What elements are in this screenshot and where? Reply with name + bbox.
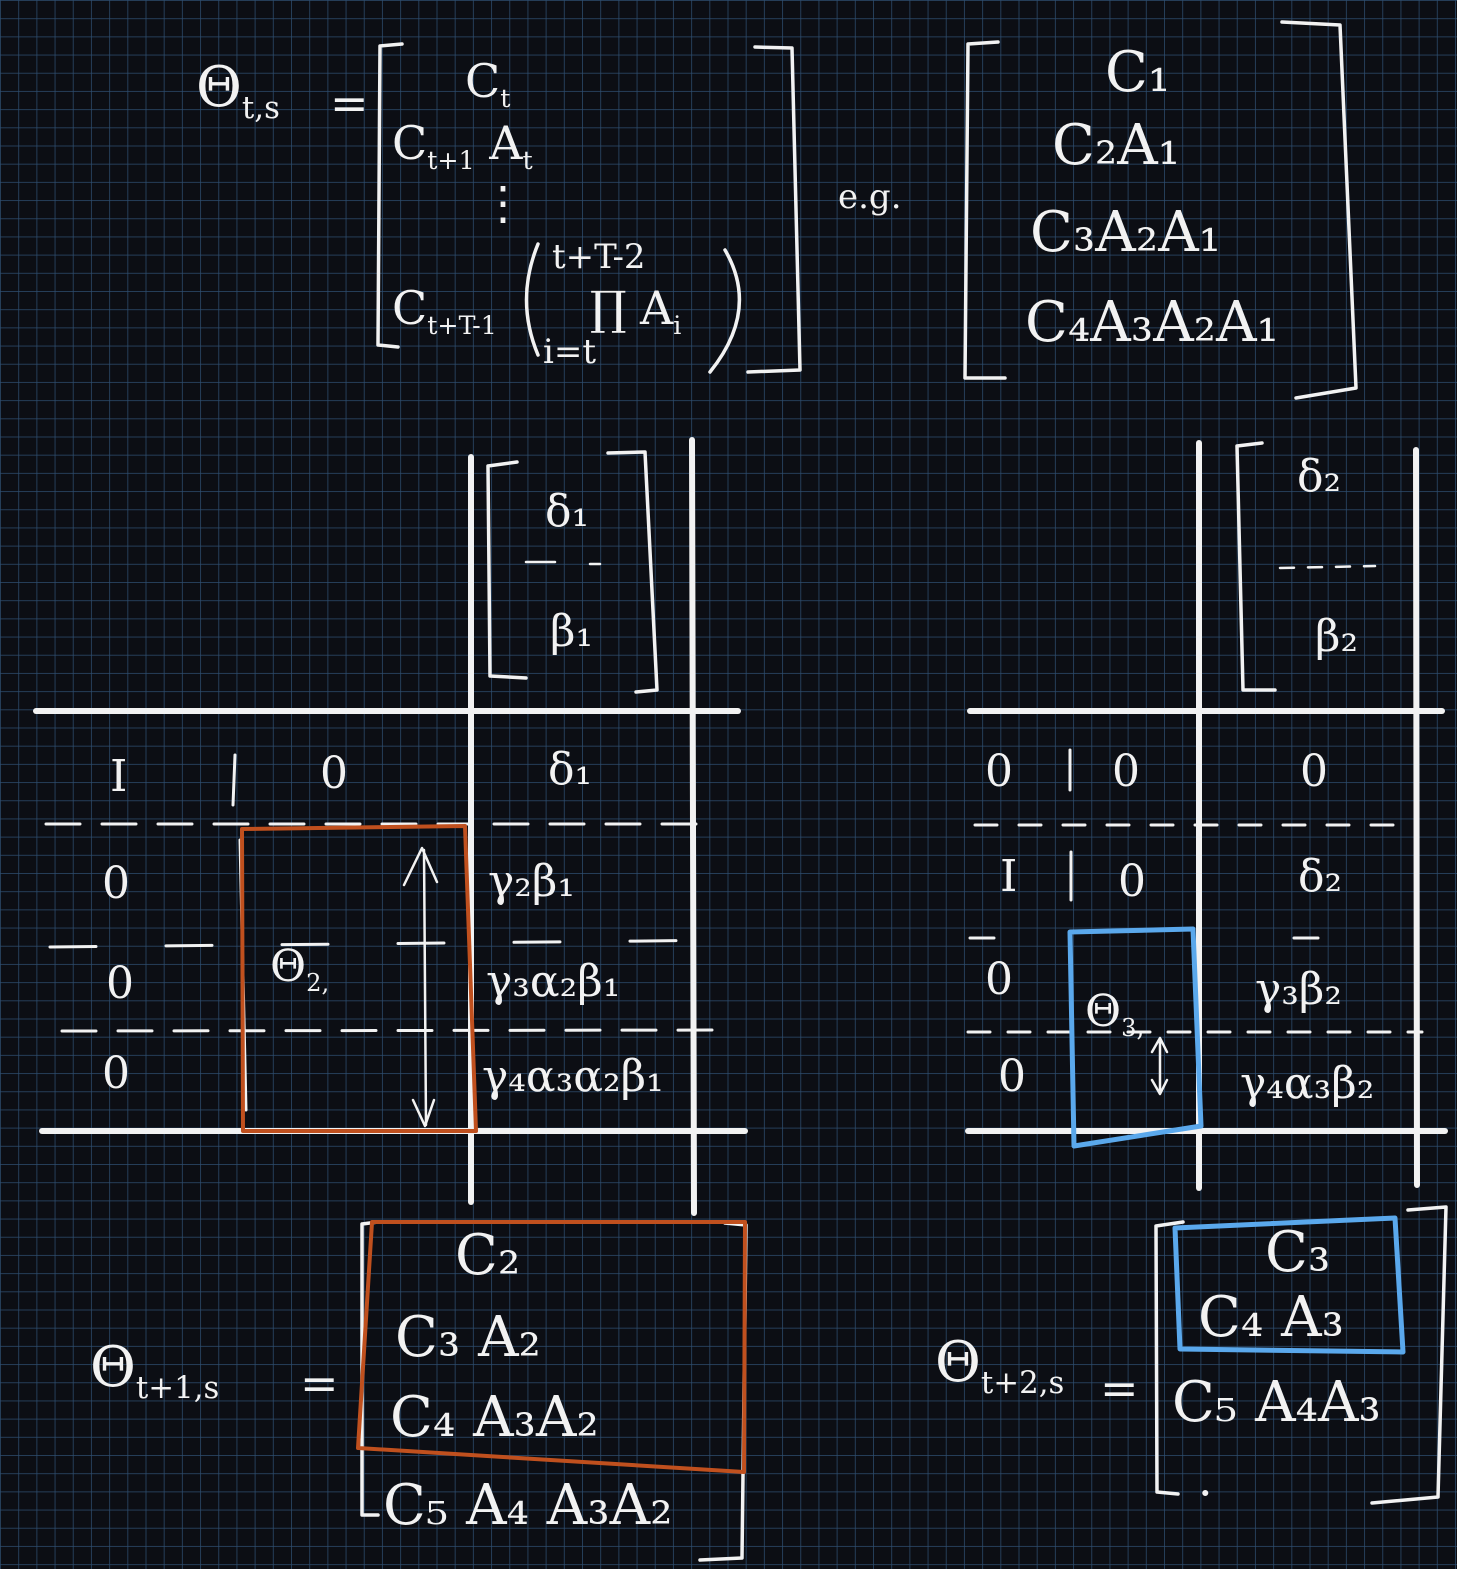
- theta-ts-prod: ∏: [590, 281, 627, 335]
- block2-cell-0-d: 0: [985, 954, 1013, 1005]
- block2-cell-I: I: [1000, 851, 1018, 902]
- block1-header-delta: δ₁: [545, 486, 590, 537]
- block2-cell-0-a: 0: [985, 746, 1013, 797]
- prod-term-sub: i: [673, 311, 682, 341]
- block1-cell-0-b: 0: [102, 858, 130, 909]
- theta-t2-equals: =: [1100, 1361, 1139, 1415]
- row4-sub: t+T-1: [427, 311, 497, 341]
- block2-boxed-theta: Θ3,: [1085, 990, 1144, 1040]
- theta-t1-row-3: C₄ A₃A₂: [390, 1385, 599, 1450]
- block1-vec-split: [524, 560, 602, 566]
- bracket-left: [376, 42, 404, 349]
- block1-cell-0-d: 0: [102, 1048, 130, 1099]
- theta-t2-row-4: ·: [1198, 1466, 1213, 1520]
- row2-rest-sub: t: [522, 146, 533, 176]
- block2-arrow: [1150, 1036, 1169, 1096]
- block1-cell-0-a: 0: [320, 748, 348, 799]
- row1-sub: t: [500, 84, 511, 114]
- row1-main: C: [465, 54, 501, 108]
- block2-cell-0-b: 0: [1112, 746, 1140, 797]
- theta-t2-bracket-left: [1154, 1220, 1185, 1496]
- theta-ts-row-4: Ct+T-1: [392, 285, 497, 338]
- theta-ts-prod-lower: i=t: [543, 332, 597, 372]
- block2-right-1: 0: [1300, 746, 1328, 797]
- theta-ts-row-2: Ct+1 At: [392, 120, 533, 173]
- theta-t1-equals: =: [300, 1356, 339, 1410]
- example-label: e.g.: [838, 177, 902, 217]
- theta-t1-sub: t+1,s: [135, 1370, 220, 1407]
- block2-vec-split: [1278, 564, 1377, 570]
- row2-sub: t+1: [427, 146, 475, 176]
- block2-vec-bracket-left: [1235, 441, 1277, 692]
- block1-cell-0-c: 0: [106, 958, 134, 1009]
- block2-right-2: δ₂: [1298, 851, 1343, 902]
- block1-theta-sub: 2,: [306, 968, 330, 997]
- block2-right-3: γ₃β₂: [1255, 964, 1343, 1015]
- theta-t1-lhs: Θt+1,s: [90, 1340, 219, 1404]
- theta-t2-bracket-right: [1370, 1205, 1448, 1505]
- row2-main: C: [392, 116, 428, 170]
- example-bracket-left: [963, 40, 1007, 380]
- block2-cell-0-c: 0: [1118, 856, 1146, 907]
- block1-dash-2: [48, 938, 744, 949]
- block2-header-beta: β₂: [1315, 611, 1359, 662]
- theta-t2-sub: t+2,s: [980, 1365, 1065, 1402]
- prod-term-main: A: [640, 281, 674, 335]
- block2-header-delta: δ₂: [1297, 451, 1342, 502]
- theta-ts-equals: =: [330, 76, 369, 130]
- block2-theta-sub: 3,: [1121, 1013, 1145, 1042]
- orange-box-block1: [240, 824, 478, 1133]
- block1-cell-I: I: [110, 751, 128, 802]
- bracket-right: [746, 45, 802, 374]
- block1-arrow: [402, 846, 439, 1128]
- theta-t2-row-1: C₃: [1265, 1220, 1331, 1285]
- block1-theta-symbol: Θ: [270, 941, 307, 992]
- theta-t2-row-3: C₅ A₄A₃: [1172, 1370, 1381, 1435]
- block1-header-beta: β₁: [550, 606, 594, 657]
- row4-main: C: [392, 281, 428, 335]
- block2-right-4: γ₄α₃β₂: [1240, 1058, 1375, 1109]
- theta-t1-symbol: Θ: [90, 1335, 136, 1400]
- theta-ts-row-1: Ct: [465, 58, 510, 111]
- example-row-1: C₁: [1105, 40, 1171, 105]
- block2-vline-b: [1413, 447, 1420, 1188]
- theta-ts-sub: t,s: [241, 90, 280, 127]
- theta-ts-lhs: Θt,s: [196, 60, 280, 124]
- example-row-4: C₄A₃A₂A₁: [1025, 290, 1279, 355]
- example-bracket-right: [1280, 20, 1358, 400]
- block1-right-4: γ₄α₃α₂β₁: [482, 1051, 664, 1102]
- theta-symbol: Θ: [196, 55, 242, 120]
- theta-t1-row-2: C₃ A₂: [395, 1305, 541, 1370]
- row2-rest: A: [489, 116, 523, 170]
- block1-vline-b: [689, 437, 697, 1216]
- theta-t2-row-2: C₄ A₃: [1198, 1285, 1344, 1350]
- block1-right-3: γ₃α₂β₁: [486, 956, 621, 1007]
- theta-ts-row-3-dots: ⋮: [480, 176, 526, 230]
- block1-right-2: γ₂β₁: [488, 856, 576, 907]
- block1-dash-3: [60, 1028, 724, 1033]
- example-row-3: C₃A₂A₁: [1030, 200, 1222, 265]
- orange-box-theta-t1: [356, 1220, 747, 1474]
- theta-t1-bracket-right: [698, 1221, 748, 1562]
- blue-box-block2: [1067, 926, 1204, 1149]
- block1-sep-a: [231, 753, 237, 807]
- block1-vec-bracket-right: [606, 450, 659, 694]
- block2-cell-0-e: 0: [998, 1051, 1026, 1102]
- theta-t1-row-4: C₅ A₄ A₃A₂: [383, 1473, 673, 1538]
- theta-t2-lhs: Θt+2,s: [935, 1335, 1064, 1399]
- paren-right: [708, 248, 742, 374]
- block1-right-1: δ₁: [548, 744, 593, 795]
- block1-vec-bracket-left: [486, 460, 528, 680]
- paren-left: [524, 242, 540, 357]
- example-row-2: C₂A₁: [1052, 113, 1181, 178]
- theta-ts-prod-term: Ai: [640, 285, 681, 338]
- theta-t2-symbol: Θ: [935, 1330, 981, 1395]
- theta-t1-row-1: C₂: [455, 1223, 521, 1288]
- block1-boxed-theta: Θ2,: [270, 945, 329, 995]
- block2-theta-symbol: Θ: [1085, 986, 1122, 1037]
- theta-ts-prod-upper: t+T-2: [552, 237, 646, 277]
- blue-box-theta-t2: [1172, 1215, 1406, 1355]
